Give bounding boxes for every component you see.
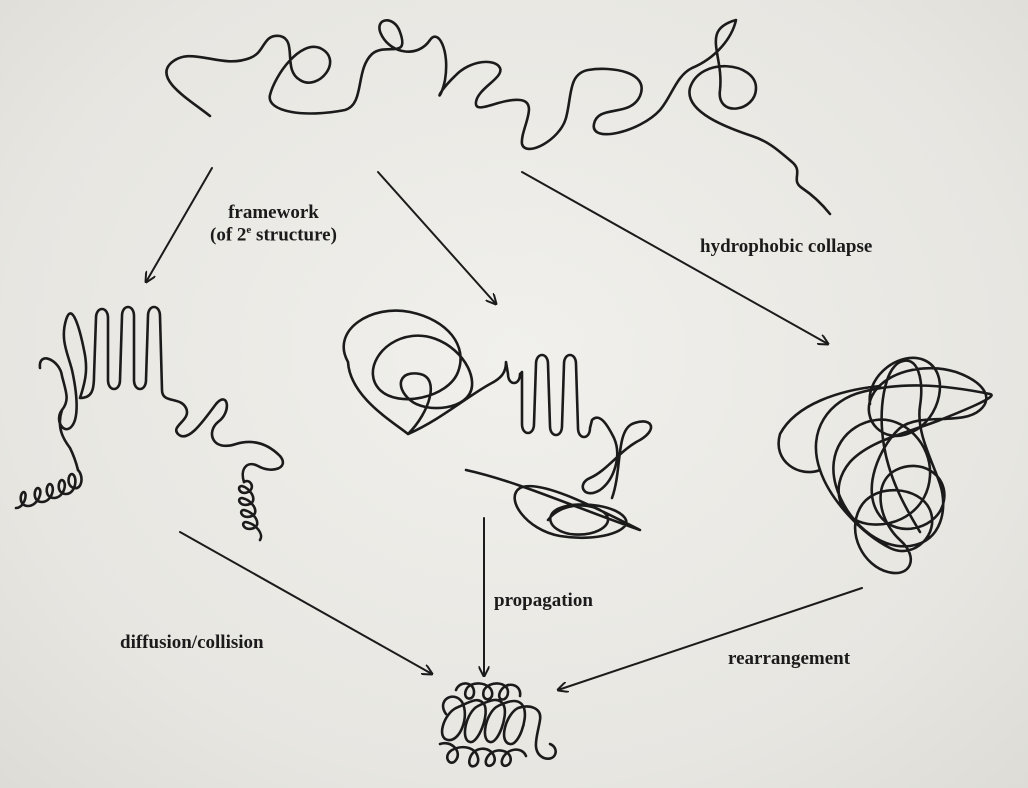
framework-label-prefix: (of 2 [210, 224, 246, 245]
unfolded-chain [166, 20, 830, 214]
propagation-intermediate-tangle [466, 470, 640, 538]
propagation-arrow-top [378, 172, 496, 304]
framework-arrow [146, 168, 212, 282]
diffusion-collision-label: diffusion/collision [120, 632, 264, 654]
framework-label-suffix: structure) [251, 224, 337, 245]
framework-label-line1: framework [210, 202, 337, 224]
framework-left-coil [16, 470, 81, 508]
framework-intermediate-chain [40, 307, 283, 482]
rearrangement-arrow [558, 588, 862, 690]
framework-label-line2: (of 2e structure) [210, 224, 337, 246]
collapsed-intermediate-chain [816, 358, 992, 573]
propagation-label: propagation [494, 590, 593, 612]
propagation-intermediate-chain [344, 311, 651, 498]
rearrangement-label: rearrangement [728, 648, 850, 670]
collapsed-intermediate-tail [779, 386, 880, 472]
hydrophobic-arrow [522, 172, 828, 344]
hydrophobic-collapse-label: hydrophobic collapse [700, 236, 872, 258]
framework-right-coil [239, 481, 261, 540]
framework-label: framework (of 2e structure) [210, 202, 337, 246]
